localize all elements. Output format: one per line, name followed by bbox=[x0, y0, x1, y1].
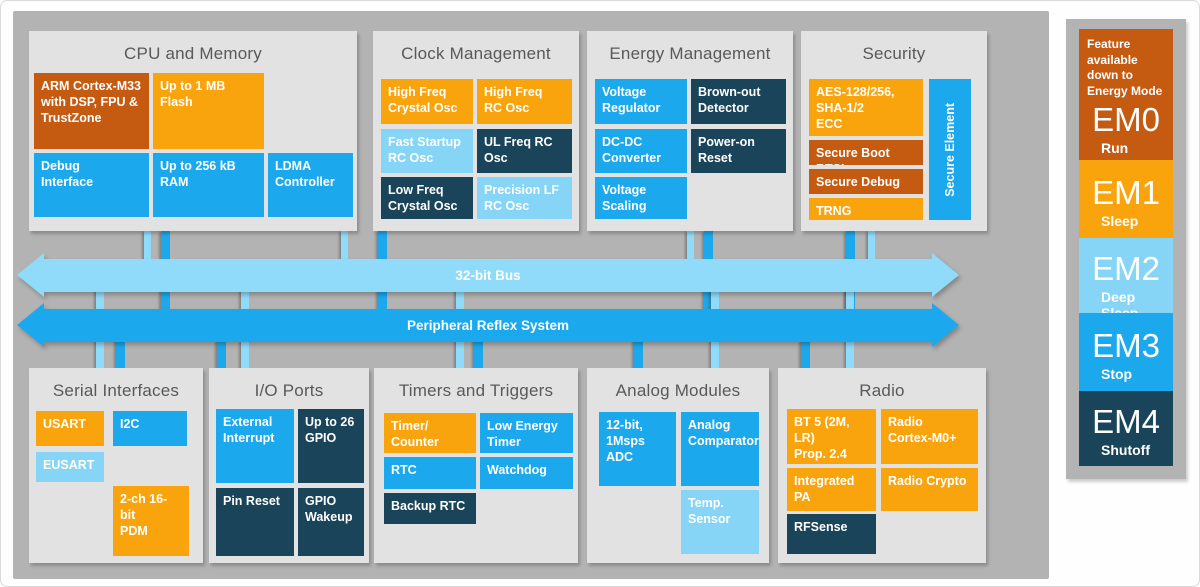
legend-em2-name: EM2 bbox=[1092, 250, 1160, 287]
block-radio-crypto: Radio Crypto bbox=[881, 468, 978, 511]
block-gpio: Up to 26 GPIO bbox=[298, 409, 364, 483]
connector-cpu-light bbox=[144, 231, 151, 276]
bus-prs-label: Peripheral Reflex System bbox=[406, 317, 570, 333]
block-external-interrupt: External Interrupt bbox=[216, 409, 294, 483]
connector-serial-dark bbox=[116, 323, 125, 368]
section-io-ports: I/O Ports External Interrupt Up to 26 GP… bbox=[209, 368, 369, 563]
connector-io-dark bbox=[217, 323, 226, 368]
legend-em3-sub: Stop bbox=[1101, 365, 1133, 382]
section-title-security: Security bbox=[862, 44, 926, 63]
block-temp-sensor: Temp. Sensor bbox=[681, 490, 759, 554]
block-low-energy-timer: Low Energy Timer bbox=[480, 413, 573, 453]
bus-peripheral-reflex: Peripheral Reflex System bbox=[17, 303, 959, 347]
block-dcdc-converter: DC-DC Converter bbox=[595, 129, 687, 173]
connector-analog-dark bbox=[634, 323, 643, 368]
block-ldma-controller: LDMA Controller bbox=[268, 153, 353, 217]
block-secure-element-label: Secure Element bbox=[943, 102, 957, 197]
block-hf-crystal-osc: High Freq Crystal Osc bbox=[381, 79, 473, 124]
block-radio-cortex-m0: Radio Cortex-M0+ bbox=[881, 409, 978, 464]
block-gpio-wakeup: GPIO Wakeup bbox=[298, 488, 364, 556]
block-integrated-pa: Integrated PA bbox=[787, 468, 876, 511]
block-secure-element: Secure Element bbox=[929, 79, 971, 220]
block-usart: USART bbox=[36, 411, 104, 446]
block-pdm: 2-ch 16-bit PDM bbox=[113, 486, 189, 556]
legend-header: Feature available down to Energy Mode bbox=[1087, 37, 1163, 98]
block-trng: TRNG bbox=[809, 198, 923, 220]
legend-em4-sub: Shutoff bbox=[1101, 441, 1150, 458]
block-rfsense: RFSense bbox=[787, 514, 876, 554]
section-analog-modules: Analog Modules 12-bit, 1Msps ADC Analog … bbox=[587, 368, 769, 563]
block-fast-startup-rc-osc: Fast Startup RC Osc bbox=[381, 129, 473, 173]
block-debug-interface: Debug Interface bbox=[34, 153, 149, 217]
block-flash: Up to 1 MB Flash bbox=[153, 73, 264, 149]
block-backup-rtc: Backup RTC bbox=[384, 493, 476, 524]
block-eusart: EUSART bbox=[36, 452, 104, 482]
bus-32bit-left-arrowhead bbox=[17, 253, 44, 297]
block-lf-crystal-osc: Low Freq Crystal Osc bbox=[381, 177, 473, 219]
section-radio: Radio BT 5 (2M, LR) Prop. 2.4 GHz Radio … bbox=[778, 368, 986, 563]
block-secure-debug: Secure Debug bbox=[809, 169, 923, 194]
section-title-clock: Clock Management bbox=[401, 44, 551, 63]
block-watchdog: Watchdog bbox=[480, 457, 573, 489]
section-security: Security AES-128/256, SHA-1/2 ECC Secure… bbox=[801, 31, 987, 231]
legend-em0-name: EM0 bbox=[1092, 101, 1160, 139]
legend-em4-name: EM4 bbox=[1092, 403, 1160, 440]
connector-security-light bbox=[868, 231, 875, 276]
section-timers-and-triggers: Timers and Triggers Timer/ Counter Low E… bbox=[374, 368, 578, 563]
connector-energy-light bbox=[687, 231, 694, 276]
bus-32bit-right-arrowhead bbox=[932, 253, 959, 297]
section-energy-management: Energy Management Voltage Regulator Brow… bbox=[587, 31, 793, 231]
block-i2c: I2C bbox=[113, 411, 187, 446]
bus-prs-right-arrowhead bbox=[932, 303, 959, 347]
energy-mode-legend: Feature available down to Energy Mode EM… bbox=[1066, 19, 1186, 479]
bus-prs-left-arrowhead bbox=[17, 303, 44, 347]
connector-radio-dark bbox=[801, 323, 810, 368]
block-pin-reset: Pin Reset bbox=[216, 488, 294, 556]
section-title-energy: Energy Management bbox=[609, 44, 771, 63]
section-title-cpu: CPU and Memory bbox=[124, 44, 262, 63]
section-serial-interfaces: Serial Interfaces USART I2C EUSART 2-ch … bbox=[29, 368, 203, 563]
block-adc: 12-bit, 1Msps ADC bbox=[599, 412, 676, 486]
legend-em1-name: EM1 bbox=[1092, 174, 1160, 211]
block-aes-sha-ecc: AES-128/256, SHA-1/2 ECC bbox=[809, 79, 923, 136]
block-voltage-regulator: Voltage Regulator bbox=[595, 79, 687, 124]
legend-em4: EM4 Shutoff bbox=[1079, 391, 1173, 466]
block-hf-rc-osc: High Freq RC Osc bbox=[477, 79, 572, 124]
block-ram: Up to 256 kB RAM bbox=[153, 153, 264, 217]
legend-em3: EM3 Stop bbox=[1079, 313, 1173, 391]
legend-em0: Feature available down to Energy Mode EM… bbox=[1079, 29, 1173, 160]
legend-em0-sub: Run bbox=[1101, 140, 1129, 157]
section-cpu-and-memory: CPU and Memory ARM Cortex-M33 with DSP, … bbox=[29, 31, 357, 231]
block-bt5: BT 5 (2M, LR) Prop. 2.4 GHz bbox=[787, 409, 876, 464]
section-title-serial: Serial Interfaces bbox=[52, 381, 180, 400]
block-arm-cortex-m33: ARM Cortex-M33 with DSP, FPU & TrustZone bbox=[34, 73, 149, 149]
block-secure-boot-rtsl: Secure Boot RTSL bbox=[809, 140, 923, 165]
section-title-io: I/O Ports bbox=[254, 381, 324, 400]
section-title-radio: Radio bbox=[859, 381, 905, 400]
connector-timers-dark bbox=[474, 323, 483, 368]
legend-em1: EM1 Sleep bbox=[1079, 160, 1173, 238]
bus-32bit-label: 32-bit Bus bbox=[455, 267, 521, 283]
block-brown-out-detector: Brown-out Detector bbox=[691, 79, 786, 124]
legend-em2: EM2 Deep Sleep bbox=[1079, 238, 1173, 321]
connector-clock-light bbox=[341, 231, 348, 276]
block-voltage-scaling: Voltage Scaling bbox=[595, 177, 687, 219]
block-ul-freq-rc-osc: UL Freq RC Osc bbox=[477, 129, 572, 173]
section-clock-management: Clock Management High Freq Crystal Osc H… bbox=[373, 31, 579, 231]
legend-em1-sub: Sleep bbox=[1101, 212, 1139, 229]
diagram-board: 32-bit Bus Peripheral Reflex System CPU … bbox=[13, 11, 1049, 579]
section-title-timers: Timers and Triggers bbox=[398, 381, 554, 400]
block-analog-comparator: Analog Comparator bbox=[681, 412, 759, 486]
bus-32bit: 32-bit Bus bbox=[17, 253, 959, 297]
block-timer-counter: Timer/ Counter bbox=[384, 413, 476, 453]
block-power-on-reset: Power-on Reset bbox=[691, 129, 786, 173]
legend-em3-name: EM3 bbox=[1092, 327, 1160, 364]
block-rtc: RTC bbox=[384, 457, 476, 489]
section-title-analog: Analog Modules bbox=[615, 381, 741, 400]
block-precision-lf-rc-osc: Precision LF RC Osc bbox=[477, 177, 572, 219]
